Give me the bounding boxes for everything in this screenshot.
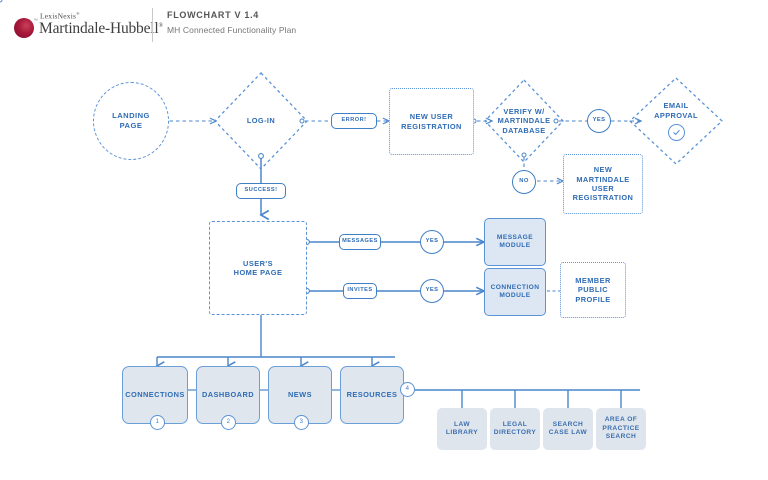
brand-logo: ™ LexisNexis® Martindale-Hubbell® — [14, 9, 163, 41]
node-no-verify[interactable]: NO — [512, 170, 536, 194]
node-connections-label: CONNECTIONS — [125, 390, 185, 400]
node-yes-verify-label: YES — [592, 117, 606, 124]
node-invites[interactable]: INVITES — [343, 283, 377, 299]
page-header: ™ LexisNexis® Martindale-Hubbell® FLOWCH… — [0, 0, 768, 52]
node-news[interactable]: NEWS — [268, 366, 332, 424]
node-yes-verify[interactable]: YES — [587, 109, 611, 133]
badge-connections: 1 — [150, 415, 165, 430]
node-error-label: ERROR! — [341, 117, 367, 124]
logo-tm-mark: ™ — [33, 18, 38, 24]
node-messages[interactable]: MESSAGES — [339, 234, 381, 250]
node-success-label: SUCCESS! — [244, 187, 278, 194]
lexisnexis-orb-logo — [14, 18, 34, 38]
node-connections[interactable]: CONNECTIONS — [122, 366, 188, 424]
node-log-in[interactable]: LOG-IN — [215, 73, 307, 169]
node-invites-label: INVITES — [347, 287, 373, 294]
node-resources[interactable]: RESOURCES — [340, 366, 404, 424]
node-no-verify-label: NO — [519, 178, 529, 185]
node-error[interactable]: ERROR! — [331, 113, 377, 129]
badge-dashboard-label: 2 — [226, 418, 231, 425]
logo-brand-top: LexisNexis® — [40, 11, 80, 21]
node-dashboard-label: DASHBOARD — [201, 390, 255, 400]
badge-resources-label: 4 — [405, 385, 410, 392]
page-title: FLOWCHART V 1.4 — [167, 10, 260, 20]
node-yes-invites-label: YES — [425, 287, 439, 294]
badge-news-label: 3 — [299, 418, 304, 425]
badge-dashboard: 2 — [221, 415, 236, 430]
node-resources-label: RESOURCES — [346, 390, 398, 400]
header-divider — [152, 8, 153, 42]
badge-resources: 4 — [400, 382, 415, 397]
node-yes-invites[interactable]: YES — [420, 279, 444, 303]
page-subtitle: MH Connected Functionality Plan — [167, 25, 297, 35]
logo-brand-main: Martindale-Hubbell® — [39, 20, 163, 37]
node-yes-messages-label: YES — [425, 238, 439, 245]
node-news-label: NEWS — [288, 390, 312, 400]
node-log-in-label: LOG-IN — [246, 116, 276, 126]
check-circle-icon — [667, 124, 685, 142]
badge-connections-label: 1 — [155, 418, 160, 425]
node-success[interactable]: SUCCESS! — [236, 183, 286, 199]
badge-news: 3 — [294, 415, 309, 430]
node-yes-messages[interactable]: YES — [420, 230, 444, 254]
node-messages-label: MESSAGES — [342, 238, 378, 245]
